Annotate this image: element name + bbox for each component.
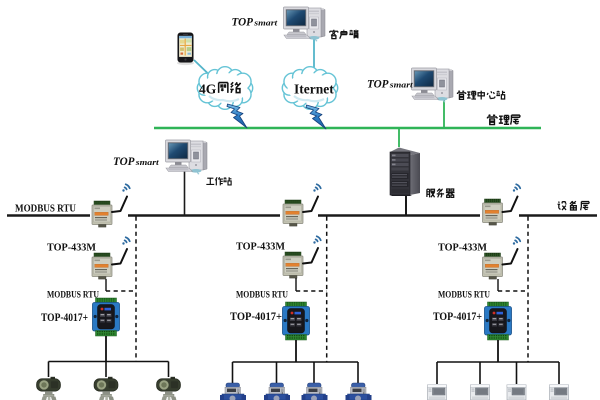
svg-text:TOP-433M: TOP-433M [236, 242, 285, 253]
svg-text:MODBUS RTU: MODBUS RTU [438, 290, 490, 300]
svg-text:4G: 4G [199, 82, 217, 97]
svg-text:MODBUS RTU: MODBUS RTU [15, 203, 76, 215]
svg-text:TOP-4017+: TOP-4017+ [230, 309, 282, 323]
svg-text:TOP-4017+: TOP-4017+ [41, 310, 88, 324]
svg-text:smart: smart [135, 158, 160, 167]
svg-text:smart: smart [253, 19, 278, 28]
svg-text:TOP-433M: TOP-433M [47, 243, 96, 254]
svg-text:TOP-4017+: TOP-4017+ [433, 309, 482, 323]
svg-text:smart: smart [389, 81, 414, 90]
svg-text:TOP: TOP [367, 79, 389, 91]
svg-text:MODBUS RTU: MODBUS RTU [236, 290, 288, 300]
svg-text:TOP-433M: TOP-433M [438, 243, 487, 254]
svg-text:MODBUS RTU: MODBUS RTU [47, 290, 99, 300]
svg-text:TOP: TOP [232, 17, 254, 29]
svg-text:Iternet: Iternet [294, 82, 334, 97]
svg-text:TOP: TOP [113, 156, 135, 168]
